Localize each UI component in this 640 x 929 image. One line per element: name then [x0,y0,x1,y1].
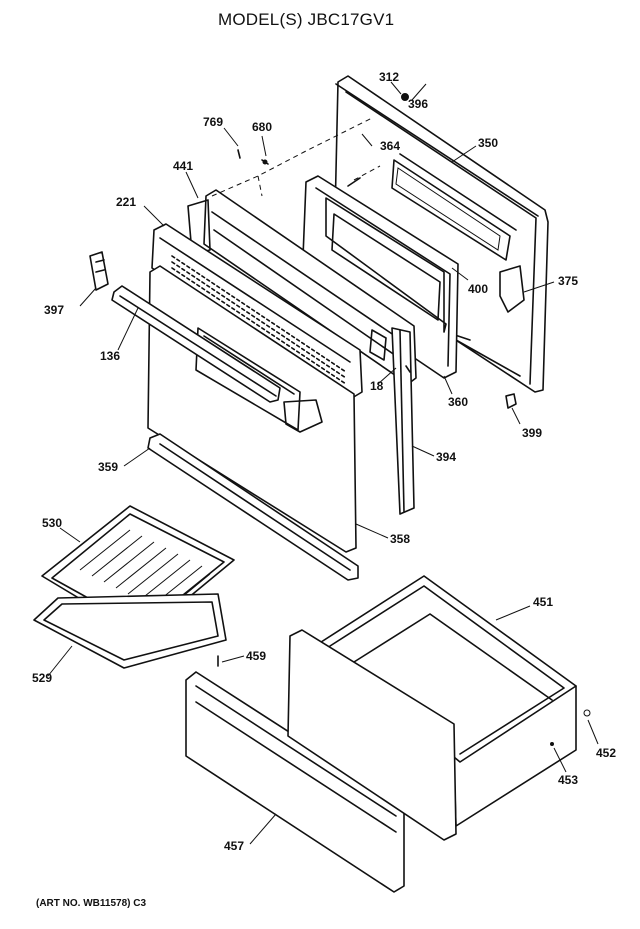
small-hardware [217,149,591,746]
callout-769: 769 [203,115,223,129]
callout-451: 451 [533,595,553,609]
callout-375: 375 [558,274,578,288]
callout-364: 364 [380,139,400,153]
door-side-bracket [89,251,109,291]
callout-18: 18 [370,379,384,393]
callout-397: 397 [44,303,64,317]
door-trim-vent [151,223,363,399]
door-bottom-trim [147,433,359,581]
callout-459: 459 [246,649,266,663]
door-frame [187,189,417,385]
outer-door-panel [333,75,549,393]
callout-396: 396 [408,97,428,111]
assembly-guide-lines [211,117,381,197]
callout-441: 441 [173,159,193,173]
callout-680: 680 [252,120,272,134]
callout-360: 360 [448,395,468,409]
vent-slots [171,255,347,385]
callout-530: 530 [42,516,62,530]
art-number-footnote: (ART NO. WB11578) C3 [36,898,147,909]
callout-452: 452 [596,746,616,760]
callout-453: 453 [558,773,578,787]
callout-400: 400 [468,282,488,296]
door-side-channel [391,327,415,515]
broil-pan [33,593,227,669]
callout-399: 399 [522,426,542,440]
callout-457: 457 [224,839,244,853]
callout-labels: 312 396 769 680 364 350 441 221 375 400 … [32,70,616,853]
callout-136: 136 [100,349,120,363]
callout-529: 529 [32,671,52,685]
rack-slots [79,529,211,613]
callout-394: 394 [436,450,456,464]
callout-312: 312 [379,70,399,84]
callout-221: 221 [116,195,136,209]
callout-350: 350 [478,136,498,150]
door-handle [111,285,281,403]
leader-lines [47,81,599,845]
callout-359: 359 [98,460,118,474]
page-title: MODEL(S) JBC17GV1 [218,10,395,29]
callout-358: 358 [390,532,410,546]
drawer-front-panel [185,629,457,893]
